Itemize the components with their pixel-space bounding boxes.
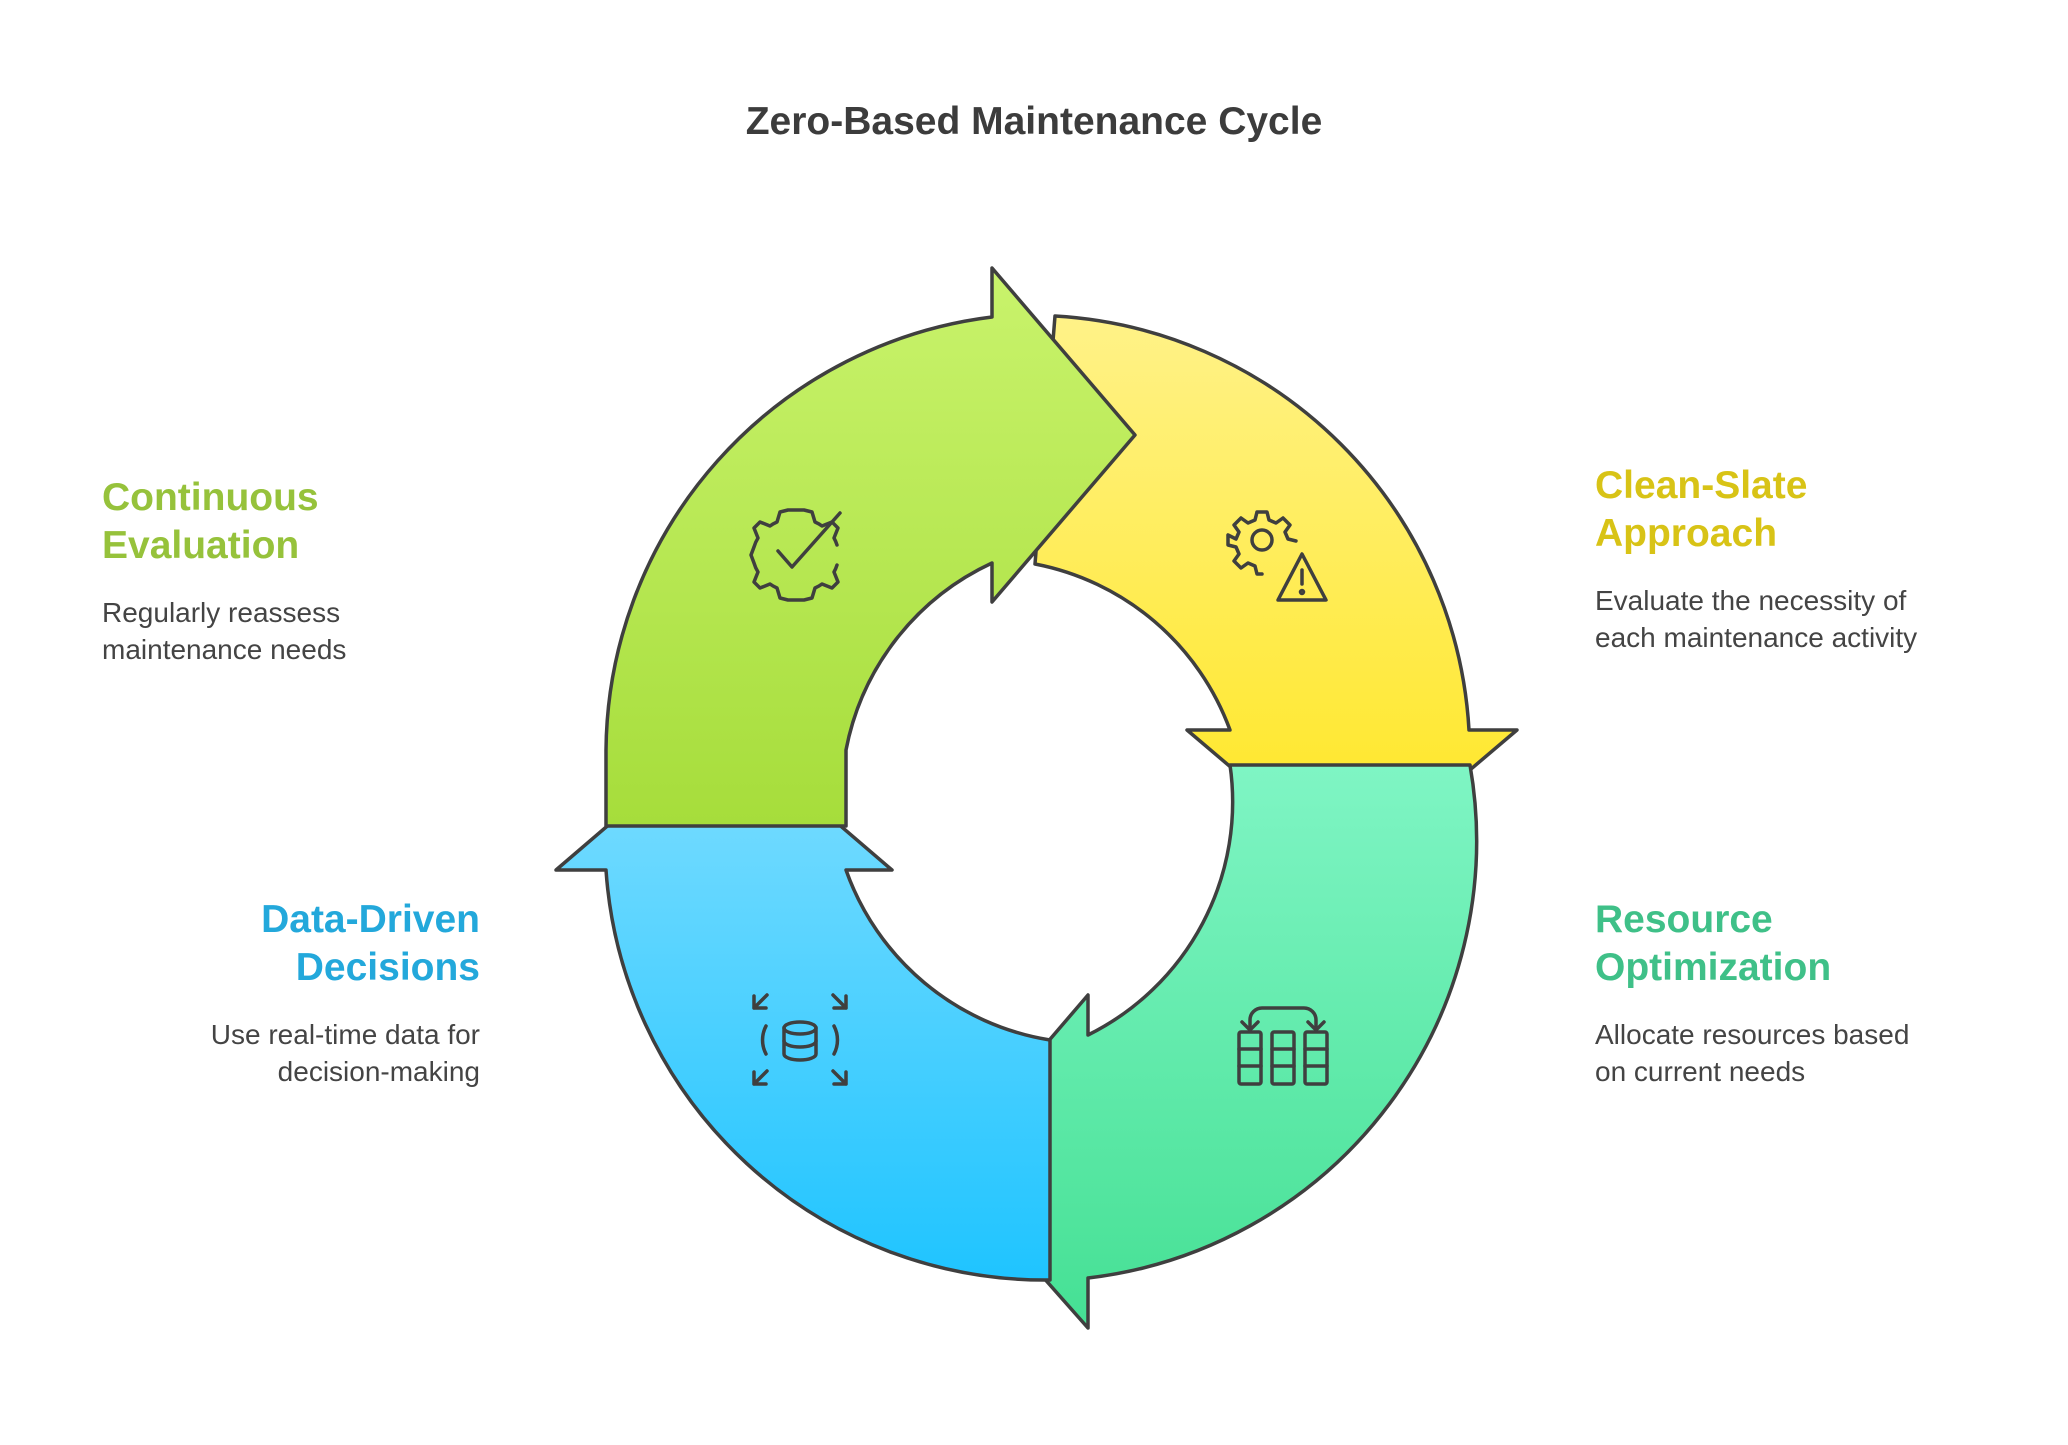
arrow-data-driven bbox=[554, 724, 1052, 1282]
step-desc-line1: Evaluate the necessity of bbox=[1595, 585, 1907, 616]
step-desc-line1: Allocate resources based bbox=[1595, 1019, 1910, 1050]
arrow-resource-optimization bbox=[941, 763, 1479, 1330]
step-clean-slate-approach: Clean-Slate Approach Evaluate the necess… bbox=[1595, 462, 2015, 656]
step-title-line2: Decisions bbox=[295, 946, 480, 989]
step-title: Resource Optimization bbox=[1595, 896, 2015, 992]
step-desc-line2: maintenance needs bbox=[102, 634, 347, 665]
step-title-line2: Evaluation bbox=[102, 524, 300, 567]
step-continuous-evaluation: Continuous Evaluation Regularly reassess… bbox=[102, 474, 522, 668]
step-description: Regularly reassess maintenance needs bbox=[102, 594, 522, 668]
step-title-line1: Data-Driven bbox=[261, 898, 480, 941]
gear-warning-icon bbox=[1226, 510, 1328, 602]
columns-swap-icon bbox=[1237, 1006, 1329, 1086]
step-description: Use real-time data for decision-making bbox=[60, 1016, 480, 1090]
step-resource-optimization: Resource Optimization Allocate resources… bbox=[1595, 896, 2015, 1090]
arrow-continuous-evaluation bbox=[604, 266, 1137, 828]
database-expand-icon bbox=[752, 993, 848, 1086]
step-desc-line1: Regularly reassess bbox=[102, 597, 341, 628]
step-desc-line1: Use real-time data for bbox=[210, 1019, 480, 1050]
step-title: Clean-Slate Approach bbox=[1595, 462, 2015, 558]
arrow-clean-slate bbox=[1033, 314, 1519, 872]
step-description: Evaluate the necessity of each maintenan… bbox=[1595, 582, 2015, 656]
step-title-line1: Resource bbox=[1595, 898, 1773, 941]
step-desc-line2: decision-making bbox=[277, 1056, 480, 1087]
diagram-title: Zero-Based Maintenance Cycle bbox=[745, 100, 1323, 143]
gear-check-icon bbox=[749, 508, 842, 602]
step-desc-line2: each maintenance activity bbox=[1595, 622, 1918, 653]
step-description: Allocate resources based on current need… bbox=[1595, 1016, 2015, 1090]
step-title-line1: Continuous bbox=[102, 476, 319, 519]
step-title-line1: Clean-Slate bbox=[1595, 464, 1808, 507]
step-title: Data-Driven Decisions bbox=[60, 896, 480, 992]
cycle-arrows bbox=[554, 266, 1519, 1330]
step-title-line2: Approach bbox=[1595, 512, 1778, 555]
step-desc-line2: on current needs bbox=[1595, 1056, 1806, 1087]
step-data-driven-decisions: Data-Driven Decisions Use real-time data… bbox=[60, 896, 480, 1090]
step-title-line2: Optimization bbox=[1595, 946, 1832, 989]
step-title: Continuous Evaluation bbox=[102, 474, 522, 570]
